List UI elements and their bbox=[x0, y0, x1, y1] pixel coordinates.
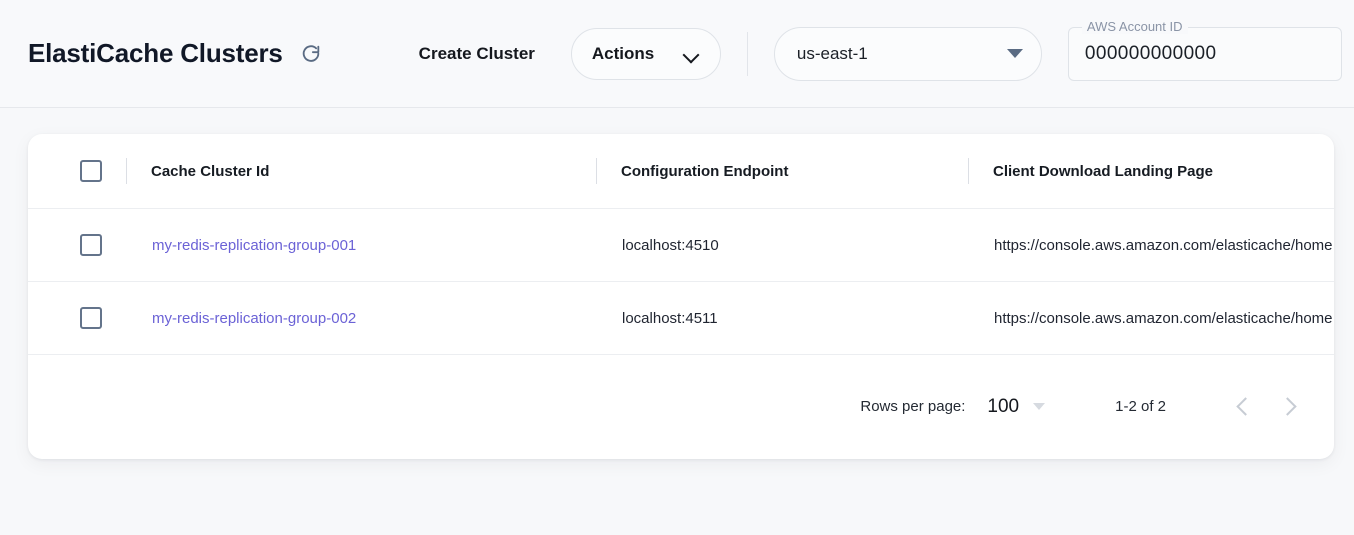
chevron-right-icon bbox=[1277, 397, 1297, 416]
pagination-bar: Rows per page: 100 1-2 of 2 bbox=[28, 354, 1334, 459]
clusters-card: Cache Cluster Id Configuration Endpoint … bbox=[28, 134, 1334, 459]
table-row[interactable]: my-redis-replication-group-001 localhost… bbox=[28, 208, 1334, 282]
app-header: ElastiCache Clusters Create Cluster Acti… bbox=[0, 0, 1354, 108]
cluster-link[interactable]: my-redis-replication-group-002 bbox=[152, 309, 357, 327]
aws-account-id-value: 000000000000 bbox=[1084, 42, 1217, 64]
cell-cache-cluster-id: my-redis-replication-group-001 bbox=[126, 209, 596, 282]
table-body: my-redis-replication-group-001 localhost… bbox=[28, 208, 1334, 355]
column-header-label: Configuration Endpoint bbox=[621, 162, 789, 180]
actions-button[interactable]: Actions bbox=[570, 27, 721, 80]
column-header-cache-cluster-id[interactable]: Cache Cluster Id bbox=[126, 134, 596, 209]
select-all-checkbox[interactable] bbox=[80, 160, 102, 182]
row-select-cell bbox=[28, 209, 126, 282]
table-header-row: Cache Cluster Id Configuration Endpoint … bbox=[28, 134, 1334, 209]
cell-configuration-endpoint: localhost:4511 bbox=[622, 309, 718, 327]
region-select[interactable]: us-east-1 bbox=[773, 26, 1042, 81]
chevron-down-icon bbox=[684, 49, 700, 59]
column-header-client-download-landing-page[interactable]: Client Download Landing Page bbox=[968, 134, 1334, 209]
page-title: ElastiCache Clusters bbox=[28, 38, 283, 68]
title-group: ElastiCache Clusters bbox=[28, 38, 325, 69]
cell-cache-cluster-id: my-redis-replication-group-002 bbox=[126, 282, 596, 355]
clusters-table: Cache Cluster Id Configuration Endpoint … bbox=[28, 134, 1334, 355]
row-checkbox[interactable] bbox=[80, 307, 102, 329]
actions-button-label: Actions bbox=[591, 43, 655, 63]
column-header-configuration-endpoint[interactable]: Configuration Endpoint bbox=[596, 134, 968, 209]
row-checkbox[interactable] bbox=[80, 234, 102, 256]
next-page-button[interactable] bbox=[1266, 384, 1312, 430]
column-divider bbox=[126, 158, 127, 184]
cell-client-download-landing-page: https://console.aws.amazon.com/elasticac… bbox=[994, 236, 1333, 254]
rows-per-page-value[interactable]: 100 bbox=[987, 395, 1020, 417]
aws-account-id-label: AWS Account ID bbox=[1081, 18, 1188, 34]
select-all-header bbox=[28, 134, 126, 209]
previous-page-button[interactable] bbox=[1220, 384, 1266, 430]
table-header: Cache Cluster Id Configuration Endpoint … bbox=[28, 134, 1334, 209]
refresh-icon[interactable] bbox=[297, 40, 325, 68]
column-divider bbox=[968, 158, 969, 184]
header-divider bbox=[746, 31, 748, 76]
caret-down-icon bbox=[1006, 49, 1023, 58]
row-select-cell bbox=[28, 282, 126, 355]
content-area: Cache Cluster Id Configuration Endpoint … bbox=[0, 108, 1354, 459]
table-row[interactable]: my-redis-replication-group-002 localhost… bbox=[28, 281, 1334, 355]
cell-client-download-landing-page: https://console.aws.amazon.com/elasticac… bbox=[994, 309, 1333, 327]
cell-configuration-endpoint: localhost:4510 bbox=[622, 236, 719, 254]
rows-per-page-caret-icon[interactable] bbox=[1033, 403, 1046, 410]
chevron-left-icon bbox=[1235, 397, 1255, 416]
column-divider bbox=[596, 158, 597, 184]
cluster-link[interactable]: my-redis-replication-group-001 bbox=[152, 236, 357, 254]
column-header-label: Cache Cluster Id bbox=[151, 162, 270, 180]
pagination-range-label: 1-2 of 2 bbox=[1115, 398, 1166, 415]
aws-account-id-field[interactable]: AWS Account ID 000000000000 bbox=[1067, 18, 1342, 81]
region-select-value: us-east-1 bbox=[796, 43, 868, 63]
column-header-label: Client Download Landing Page bbox=[993, 162, 1214, 180]
rows-per-page-label: Rows per page: bbox=[860, 398, 966, 415]
create-cluster-button[interactable]: Create Cluster bbox=[417, 38, 537, 70]
